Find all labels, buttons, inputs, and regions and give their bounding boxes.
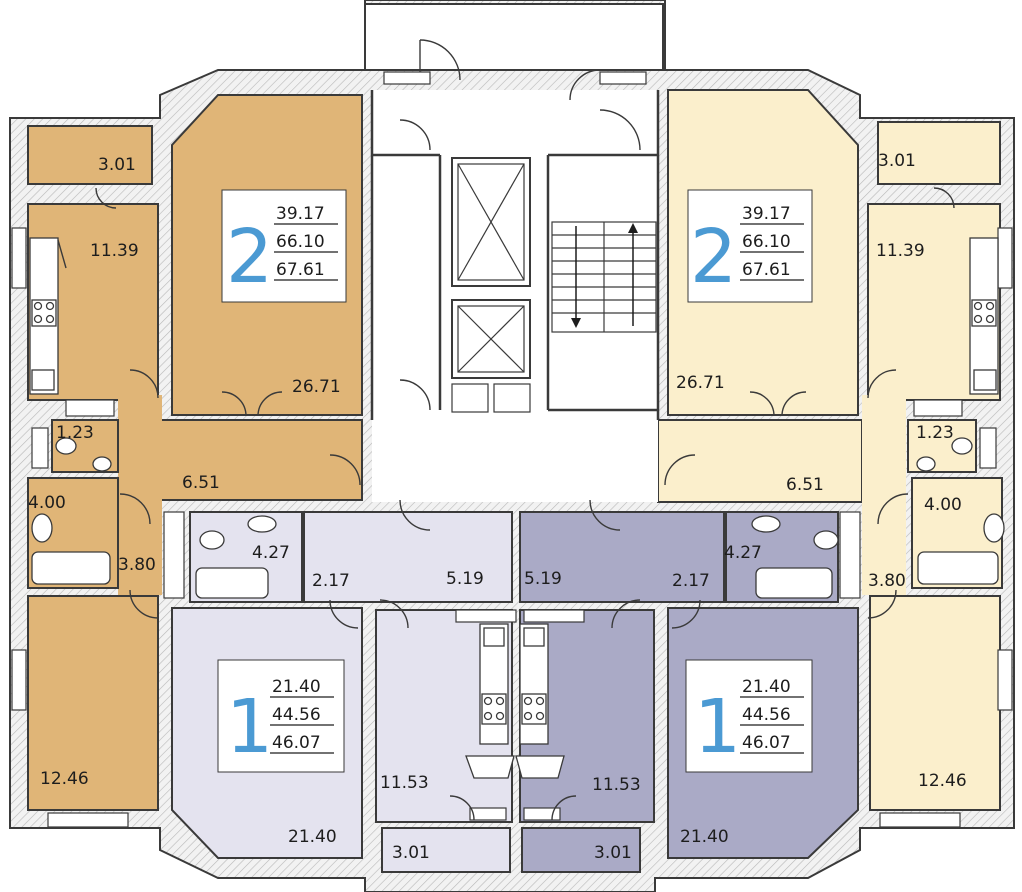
room-area: 3.01 bbox=[392, 843, 430, 863]
sink-left-2 bbox=[31, 513, 53, 543]
balcony-right-2 bbox=[877, 121, 1001, 185]
room-area: 6.51 bbox=[786, 475, 824, 495]
bathtub-right-1 bbox=[755, 567, 833, 599]
landing bbox=[372, 420, 658, 502]
total-area: 66.10 bbox=[276, 232, 325, 252]
summary-card-right-2: 2 39.17 66.10 67.61 bbox=[687, 189, 813, 303]
total-area: 66.10 bbox=[742, 232, 791, 252]
room-area: 3.80 bbox=[118, 555, 156, 575]
room-area: 4.00 bbox=[28, 493, 66, 513]
summary-card-left-1: 1 21.40 44.56 46.07 bbox=[217, 659, 345, 773]
bathtub-right-2 bbox=[917, 551, 999, 585]
room-area: 4.27 bbox=[724, 543, 762, 563]
hall-right-1 bbox=[519, 511, 725, 603]
living-area: 21.40 bbox=[272, 677, 321, 697]
sink-right-1 bbox=[751, 515, 781, 533]
total-with-balcony-area: 67.61 bbox=[276, 260, 325, 280]
total-area: 44.56 bbox=[742, 705, 791, 725]
apartment-right-2room bbox=[657, 89, 1003, 811]
room-area: 6.51 bbox=[182, 473, 220, 493]
room-area: 2.17 bbox=[672, 571, 710, 591]
room-area: 21.40 bbox=[288, 827, 337, 847]
room-area: 11.53 bbox=[592, 775, 641, 795]
balcony-left-1 bbox=[381, 827, 511, 873]
room-area: 3.01 bbox=[98, 155, 136, 175]
living-area: 21.40 bbox=[742, 677, 791, 697]
windows bbox=[11, 71, 1013, 828]
rooms-count: 1 bbox=[694, 684, 741, 770]
balcony-right-1 bbox=[521, 827, 641, 873]
entrance-canopy bbox=[364, 3, 664, 71]
summary-card-left-2: 2 39.17 66.10 67.61 bbox=[221, 189, 347, 303]
kitchen-counter-right-1 bbox=[515, 623, 565, 779]
room-area: 2.17 bbox=[312, 571, 350, 591]
room-area: 26.71 bbox=[676, 373, 725, 393]
room-area: 4.00 bbox=[924, 495, 962, 515]
bathtub-left-2 bbox=[31, 551, 111, 585]
room-area: 4.27 bbox=[252, 543, 290, 563]
room-area: 1.23 bbox=[916, 423, 954, 443]
fixtures bbox=[29, 237, 1005, 779]
toilet-bowl-left-2 bbox=[55, 437, 77, 455]
kitchen-counter-left-2 bbox=[29, 237, 67, 395]
total-with-balcony-area: 46.07 bbox=[742, 733, 791, 753]
room-labels-left-2: 3.01 11.39 26.71 1.23 6.51 4.00 3.80 12.… bbox=[28, 155, 341, 789]
living-area: 39.17 bbox=[742, 204, 791, 224]
total-with-balcony-area: 46.07 bbox=[272, 733, 321, 753]
toilet-bowl-left-1 bbox=[199, 530, 225, 550]
room-area: 5.19 bbox=[446, 569, 484, 589]
room-area: 11.39 bbox=[876, 241, 925, 261]
room-area: 21.40 bbox=[680, 827, 729, 847]
room-area: 12.46 bbox=[918, 771, 967, 791]
room-labels-right-1: 5.19 2.17 4.27 11.53 21.40 3.01 bbox=[524, 543, 762, 863]
room-labels-left-1: 4.27 2.17 5.19 11.53 21.40 3.01 bbox=[252, 543, 484, 863]
elevator-large bbox=[451, 157, 531, 287]
sink-right-2 bbox=[983, 513, 1005, 543]
total-with-balcony-area: 67.61 bbox=[742, 260, 791, 280]
room-area: 26.71 bbox=[292, 377, 341, 397]
hall-right-2 bbox=[657, 419, 863, 503]
kitchen-counter-right-2 bbox=[969, 237, 999, 395]
toilet-bowl-right-2 bbox=[951, 437, 973, 455]
toilet-bowl-right-1 bbox=[813, 530, 839, 550]
room-area: 11.39 bbox=[90, 241, 139, 261]
rooms-count: 2 bbox=[690, 214, 737, 300]
staircase bbox=[551, 221, 657, 333]
rooms-count: 2 bbox=[226, 214, 273, 300]
summary-card-right-1: 1 21.40 44.56 46.07 bbox=[685, 659, 813, 773]
room-area: 3.01 bbox=[594, 843, 632, 863]
room-area: 12.46 bbox=[40, 769, 89, 789]
room-area: 11.53 bbox=[380, 773, 429, 793]
elevator-small bbox=[451, 299, 531, 379]
living-area: 39.17 bbox=[276, 204, 325, 224]
rooms-count: 1 bbox=[226, 684, 273, 770]
bedroom-left-2 bbox=[27, 595, 159, 811]
bedroom-right-2 bbox=[869, 595, 1001, 811]
balcony-left-2 bbox=[27, 125, 153, 185]
total-area: 44.56 bbox=[272, 705, 321, 725]
room-labels-right-2: 3.01 11.39 26.71 1.23 6.51 4.00 3.80 12.… bbox=[676, 151, 967, 791]
room-area: 1.23 bbox=[56, 423, 94, 443]
hall-left-1 bbox=[303, 511, 513, 603]
sink-left-1 bbox=[247, 515, 277, 533]
doors bbox=[95, 187, 955, 821]
bathtub-left-1 bbox=[195, 567, 269, 599]
common-core bbox=[329, 3, 696, 531]
room-area: 3.80 bbox=[868, 571, 906, 591]
kitchen-counter-left-1 bbox=[465, 623, 515, 779]
room-area: 5.19 bbox=[524, 569, 562, 589]
room-area: 3.01 bbox=[878, 151, 916, 171]
